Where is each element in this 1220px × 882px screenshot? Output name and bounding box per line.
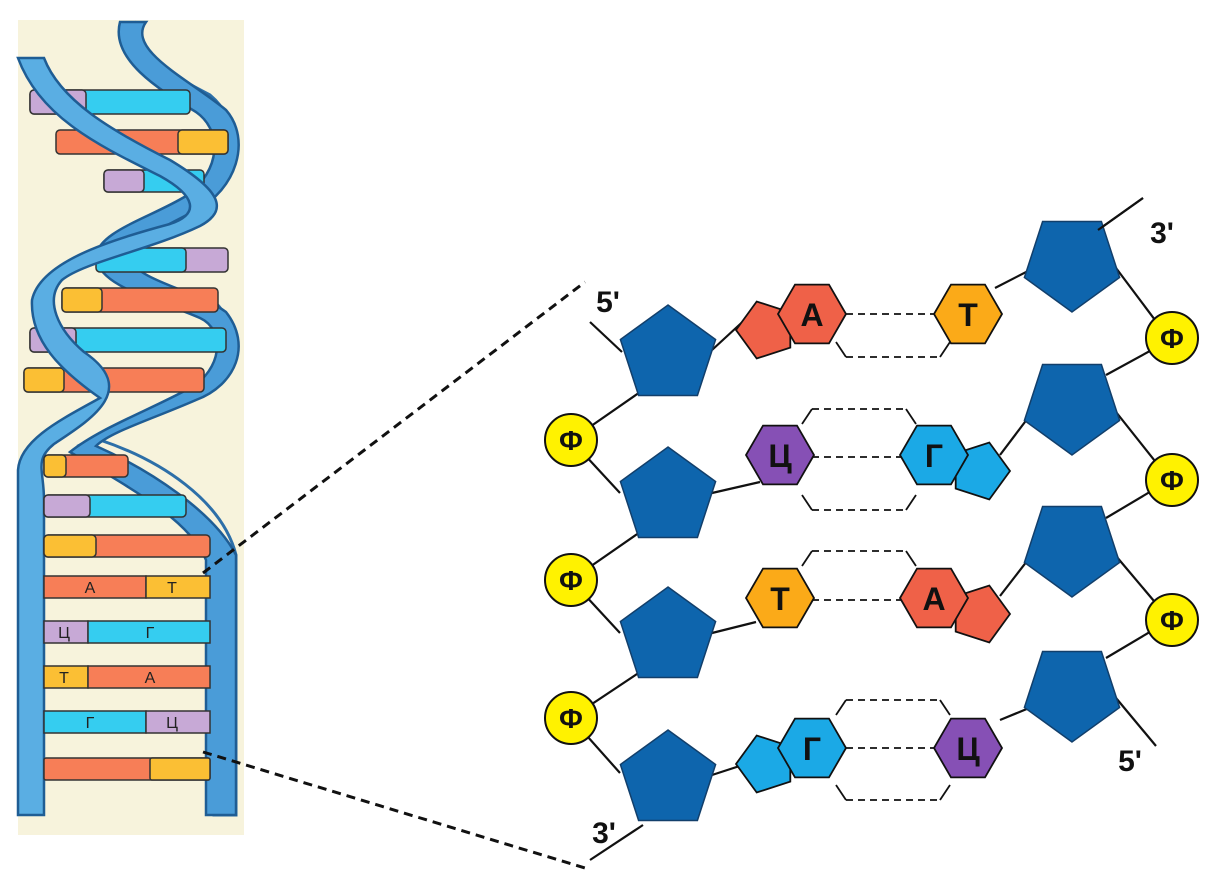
base-hexagon xyxy=(932,283,1004,345)
phosphate-label: Ф xyxy=(559,425,583,456)
phosphate-label: Ф xyxy=(1160,323,1184,354)
base-hexagon xyxy=(932,717,1004,779)
helix-base-right: А xyxy=(145,670,156,687)
sugar-pentagon xyxy=(619,729,717,822)
bond-corners xyxy=(801,341,951,801)
helix-strand-a xyxy=(16,56,219,817)
helix-rung-right xyxy=(87,665,211,689)
end-label-bottom-right: 5' xyxy=(1118,745,1142,778)
base-hexagon xyxy=(898,567,970,629)
phosphates: Ф Ф Ф Ф Ф Ф xyxy=(544,311,1199,745)
phosphate-circle xyxy=(1145,453,1199,507)
phosphate-label: Ф xyxy=(559,565,583,596)
zoom-line-bottom xyxy=(202,750,586,870)
sugar-pentagon xyxy=(619,304,717,397)
helix-rung-right xyxy=(87,620,211,644)
dna-schematic: Ф Ф Ф Ф Ф Ф А Т Ц Г Т А Г Ц 5' 3' 3' 5' xyxy=(544,197,1199,861)
sugars xyxy=(619,220,1121,822)
sugar-pentagon xyxy=(1023,220,1121,313)
end-label-bottom-left: 3' xyxy=(592,817,616,850)
sugar-pentagon xyxy=(1023,505,1121,598)
helix-rung-right xyxy=(145,575,211,599)
helix-rung-left xyxy=(43,710,147,734)
base-label: Т xyxy=(958,297,978,333)
base-hexagon xyxy=(744,424,816,486)
phosphate-circle xyxy=(1145,311,1199,365)
base-label: Г xyxy=(925,438,943,474)
base-hexagon xyxy=(744,567,816,629)
end-label-top-left: 5' xyxy=(596,286,620,319)
phosphate-circle xyxy=(1145,593,1199,647)
helix-base-left: Т xyxy=(59,670,69,687)
bases: А Т Ц Г Т А Г Ц xyxy=(734,283,1012,794)
base-label: Ц xyxy=(956,731,980,767)
base-label: А xyxy=(800,297,823,333)
sugar-pentagon xyxy=(619,446,717,539)
base-label: А xyxy=(922,581,945,617)
base-hexagon xyxy=(776,283,848,345)
helix-labeled-rungs: А Т Ц Г Т А Г Ц xyxy=(43,575,211,734)
helix-rungs-lower xyxy=(43,454,211,781)
sugar-pentagon xyxy=(1023,650,1121,743)
base-label: Г xyxy=(803,731,821,767)
end-label-top-right: 3' xyxy=(1150,217,1174,250)
helix-rung-right xyxy=(145,710,211,734)
hydrogen-bonds xyxy=(812,313,940,801)
base-hexagon xyxy=(898,424,970,486)
phosphate-circle xyxy=(544,413,598,467)
helix-base-right: Ц xyxy=(166,715,178,732)
base-label: Ц xyxy=(768,438,792,474)
phosphate-circle xyxy=(544,553,598,607)
zoom-line-top xyxy=(202,280,586,575)
sugar-pentagon xyxy=(619,586,717,679)
helix-base-right: Т xyxy=(167,580,177,597)
helix-base-left: Г xyxy=(86,715,95,732)
helix-base-left: Ц xyxy=(58,625,70,642)
helix-base-left: А xyxy=(85,580,96,597)
end-tick-top-right xyxy=(1097,197,1144,231)
helix-base-right: Г xyxy=(146,625,155,642)
phosphate-circle xyxy=(544,691,598,745)
base-hexagon xyxy=(776,717,848,779)
dna-helix-illustration: А Т Ц Г Т А Г Ц xyxy=(16,20,244,835)
base-label: Т xyxy=(770,581,790,617)
sugar-pentagon xyxy=(1023,363,1121,456)
phosphate-label: Ф xyxy=(1160,605,1184,636)
phosphate-label: Ф xyxy=(1160,465,1184,496)
phosphate-label: Ф xyxy=(559,703,583,734)
